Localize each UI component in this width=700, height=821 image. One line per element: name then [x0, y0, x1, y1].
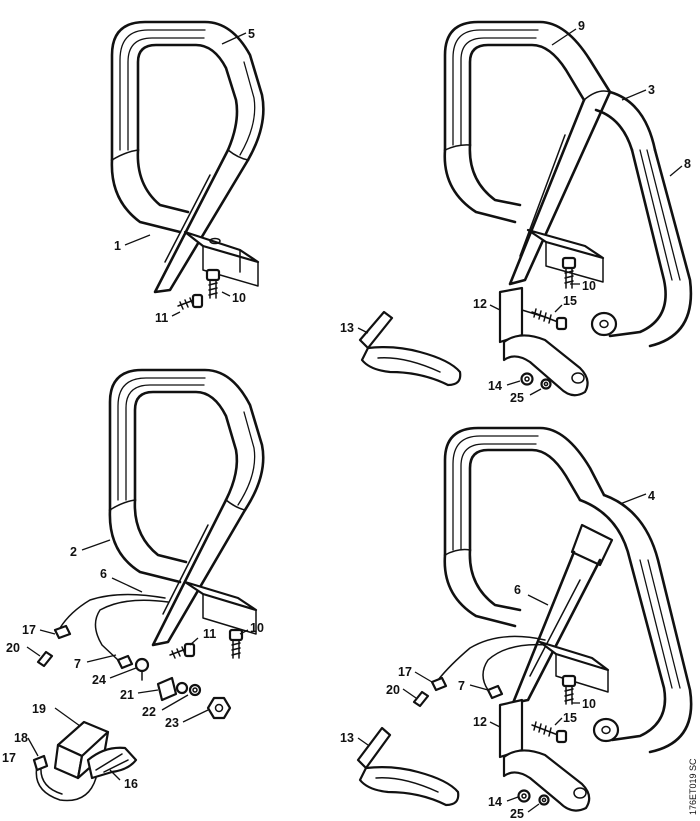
- screw-15a: [531, 308, 568, 331]
- callout-17-b: 17: [2, 751, 16, 765]
- assembly-bottom-left: [32, 368, 265, 802]
- handle-grip-9: [443, 20, 612, 152]
- bracket-12a: [498, 286, 589, 397]
- mount-bracket-c: [183, 580, 258, 635]
- callout-23: 23: [165, 716, 179, 730]
- callout-14-b: 14: [488, 795, 502, 809]
- callout-15-a: 15: [563, 294, 577, 308]
- callout-11-b: 11: [203, 627, 216, 641]
- nut-23: [206, 696, 232, 720]
- callout-18: 18: [14, 731, 28, 745]
- callout-6-b: 6: [514, 583, 521, 597]
- cable-6b: [437, 635, 549, 691]
- washer-25a: [540, 378, 552, 390]
- callout-16: 16: [124, 777, 138, 791]
- callout-labels: 5 1 10 11 9 3 8 10 12 15 13 14 25 2 6 17…: [2, 19, 691, 821]
- callout-13-b: 13: [340, 731, 354, 745]
- callout-22: 22: [142, 705, 156, 719]
- nut-14b: [517, 789, 531, 803]
- callout-25-a: 25: [510, 391, 524, 405]
- contact-21: [156, 676, 189, 702]
- tube-3: [443, 90, 657, 286]
- callout-25-b: 25: [510, 807, 524, 821]
- washer-22: [188, 683, 202, 697]
- callout-10-c: 10: [250, 621, 264, 635]
- callout-4: 4: [648, 489, 655, 503]
- callout-13-a: 13: [340, 321, 354, 335]
- terminal-17b: [32, 754, 49, 772]
- callout-3: 3: [648, 83, 655, 97]
- mount-bracket-b: [526, 228, 605, 283]
- drawing-code: 176ET019 SC: [688, 758, 698, 815]
- leader-lines: [26, 28, 683, 813]
- terminal-7a: [116, 654, 134, 670]
- callout-7-a: 7: [74, 657, 81, 671]
- assembly-top-left: [110, 20, 265, 310]
- handle-grip-2: [108, 368, 265, 512]
- washer-25b: [538, 794, 550, 806]
- callout-6-a: 6: [100, 567, 107, 581]
- callout-2: 2: [70, 545, 77, 559]
- callout-21: 21: [120, 688, 134, 702]
- callout-17-c: 17: [398, 665, 412, 679]
- callout-17-a: 17: [22, 623, 36, 637]
- clamp-13a: [358, 310, 462, 387]
- nut-14a: [520, 372, 534, 386]
- callout-10-a: 10: [232, 291, 246, 305]
- clamp-13b: [356, 726, 460, 807]
- callout-12-b: 12: [473, 715, 487, 729]
- callout-12-a: 12: [473, 297, 487, 311]
- callout-7-b: 7: [458, 679, 465, 693]
- screw-10c: [228, 628, 244, 659]
- screw-10a: [205, 268, 221, 299]
- pin-20b: [412, 690, 430, 708]
- mount-bracket: [183, 230, 260, 287]
- screw-11b: [169, 642, 196, 659]
- callout-15-b: 15: [563, 711, 577, 725]
- screw-10d: [561, 674, 577, 705]
- handle-grip-8: [590, 148, 693, 348]
- terminal-17a: [53, 624, 72, 640]
- callout-1: 1: [114, 239, 121, 253]
- screw-10b: [561, 256, 577, 289]
- callout-10-b: 10: [582, 279, 596, 293]
- callout-24: 24: [92, 673, 106, 687]
- callout-10-d: 10: [582, 697, 596, 711]
- callout-20-a: 20: [6, 641, 20, 655]
- tube-4: [443, 523, 614, 705]
- screw-15b: [531, 721, 568, 744]
- pin-20a: [36, 650, 54, 668]
- callout-5: 5: [248, 27, 255, 41]
- handle-grip-5: [110, 20, 265, 162]
- tube-1: [110, 148, 250, 294]
- terminal-7b: [486, 684, 504, 700]
- assembly-top-right: [358, 20, 693, 397]
- tube-2: [108, 498, 247, 647]
- screw-11a: [177, 293, 204, 310]
- mount-bracket-d: [538, 640, 610, 693]
- callout-8: 8: [684, 157, 691, 171]
- bracket-12b: [498, 698, 591, 812]
- handle-grip-4: [443, 426, 693, 754]
- callout-11-a: 11: [155, 311, 168, 325]
- callout-20-b: 20: [386, 683, 400, 697]
- cable-6a: [59, 593, 169, 661]
- callout-9: 9: [578, 19, 585, 33]
- plug-24: [134, 657, 150, 681]
- callout-19: 19: [32, 702, 46, 716]
- terminal-17c: [430, 676, 448, 692]
- clip-16: [86, 746, 138, 780]
- assembly-bottom-right: [356, 426, 693, 812]
- callout-14-a: 14: [488, 379, 502, 393]
